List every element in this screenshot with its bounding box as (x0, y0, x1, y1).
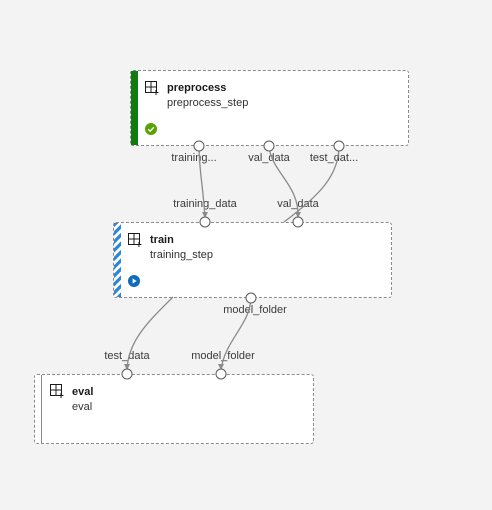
node-subtitle: eval (72, 401, 93, 413)
output-port-label: val_data (248, 152, 290, 164)
input-port-label: val_data (277, 198, 319, 210)
output-port-label: training... (171, 152, 217, 164)
input-port-label: training_data (173, 198, 237, 210)
status-bar-running (114, 223, 121, 297)
completed-check-icon (145, 123, 157, 135)
node-subtitle: training_step (150, 249, 213, 261)
node-preprocess[interactable]: preprocess preprocess_step (130, 70, 409, 146)
edge-arrow-test-data (124, 364, 130, 370)
node-title: preprocess (167, 82, 227, 94)
module-icon (128, 233, 142, 247)
node-eval[interactable]: eval eval (34, 374, 314, 444)
input-port-label: model_folder (191, 350, 255, 362)
status-bar-completed (131, 71, 138, 145)
status-bar-not-started (35, 375, 42, 443)
running-play-icon (128, 275, 140, 287)
module-icon (50, 384, 64, 398)
node-subtitle: preprocess_step (167, 97, 249, 109)
module-icon (145, 81, 159, 95)
edge-arrow-val-data (295, 212, 301, 218)
output-port-label: model_folder (223, 304, 287, 316)
edge-arrow-model-folder (218, 364, 224, 370)
edge-arrow-training-data (202, 212, 208, 218)
node-train[interactable]: train training_step (113, 222, 392, 298)
node-title: train (150, 234, 174, 246)
input-port-label: test_data (104, 350, 150, 362)
node-title: eval (72, 386, 94, 398)
output-port-label: test_dat... (309, 152, 359, 164)
